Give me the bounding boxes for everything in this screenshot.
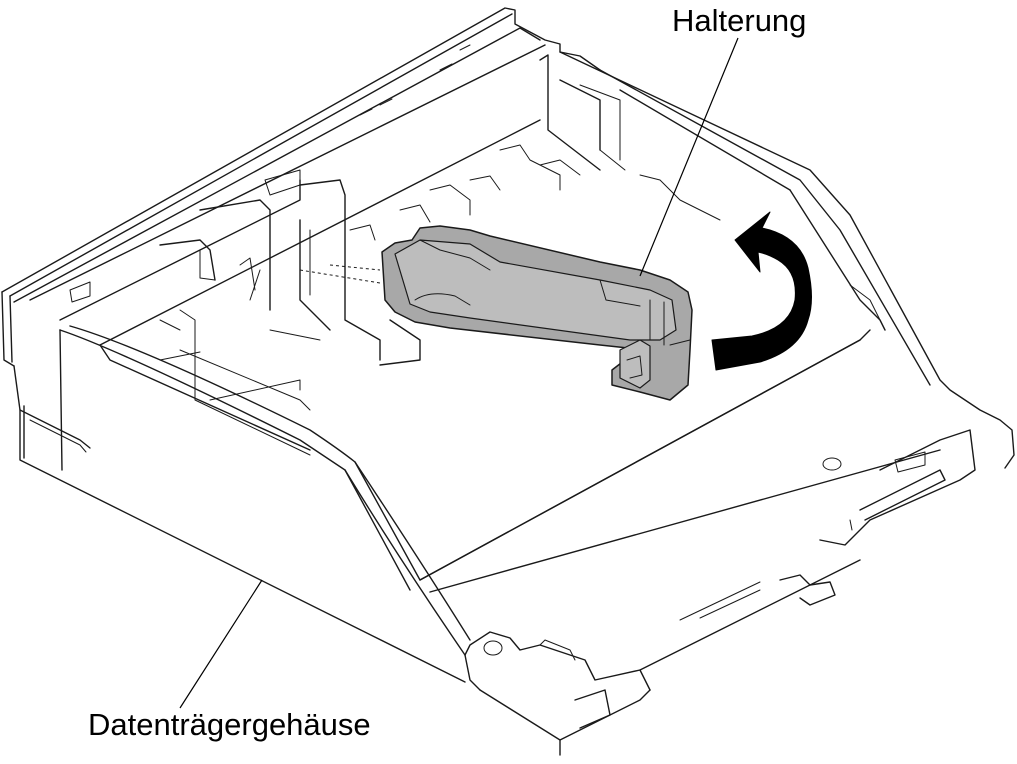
- rotate-arrow-icon: [711, 211, 812, 371]
- bracket-leader-line: [639, 37, 739, 277]
- enclosure-callout-label: Datenträgergehäuse: [88, 707, 371, 742]
- drive-cage-enclosure: [1, 7, 1015, 756]
- bracket-part: [381, 225, 693, 401]
- enclosure-leader-line: [179, 579, 263, 709]
- bracket-callout-label: Halterung: [672, 3, 807, 38]
